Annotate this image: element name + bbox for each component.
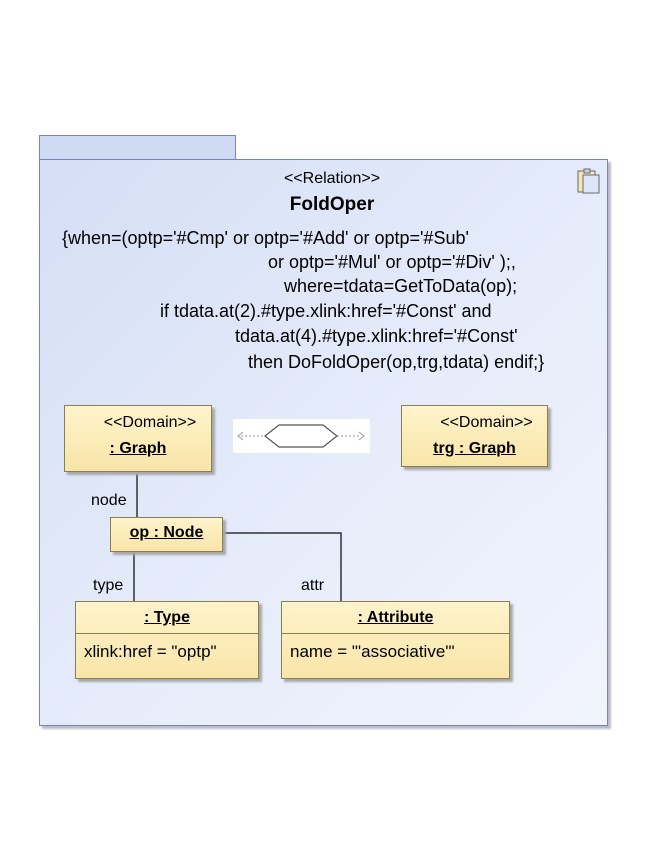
role-attr: attr	[301, 577, 325, 594]
type-node-attribute: xlink:href = "optp"	[84, 642, 217, 661]
attribute-node-attribute: name = "'associative'"	[290, 642, 455, 661]
condition-line-2: or optp='#Mul' or optp='#Div' );,	[268, 252, 516, 272]
document-icon[interactable]	[576, 168, 602, 194]
target-domain-name: trg : Graph	[433, 440, 516, 457]
relation-hexagon-icon	[233, 419, 370, 453]
type-node-separator	[76, 633, 258, 634]
attribute-node-box[interactable]: : Attribute name = "'associative'"	[281, 601, 510, 679]
role-type: type	[93, 577, 124, 594]
condition-line-6: then DoFoldOper(op,trg,tdata) endif;}	[248, 352, 545, 372]
condition-line-5: tdata.at(4).#type.xlink:href='#Const'	[235, 326, 518, 346]
attr-link	[223, 532, 342, 601]
type-node-box[interactable]: : Type xlink:href = "optp"	[75, 601, 259, 679]
type-node-name: : Type	[144, 609, 190, 626]
condition-line-4: if tdata.at(2).#type.xlink:href='#Const'…	[160, 301, 492, 321]
source-domain-stereotype: <<Domain>>	[103, 414, 197, 431]
source-domain-box[interactable]: <<Domain>> : Graph	[64, 405, 212, 472]
attribute-node-separator	[282, 633, 509, 634]
op-node-name: op : Node	[129, 524, 204, 541]
role-node: node	[91, 492, 127, 509]
source-domain-name: : Graph	[109, 440, 167, 457]
condition-line-1: {when=(optp='#Cmp' or optp='#Add' or opt…	[62, 228, 469, 248]
relation-stereotype: <<Relation>>	[283, 170, 381, 187]
target-domain-stereotype: <<Domain>>	[440, 414, 533, 431]
relation-name: FoldOper	[289, 194, 375, 215]
attribute-node-name: : Attribute	[357, 609, 434, 626]
target-domain-box[interactable]: <<Domain>> trg : Graph	[401, 405, 548, 467]
op-node-box[interactable]: op : Node	[110, 517, 223, 552]
condition-line-3: where=tdata=GetToData(op);	[284, 276, 518, 296]
